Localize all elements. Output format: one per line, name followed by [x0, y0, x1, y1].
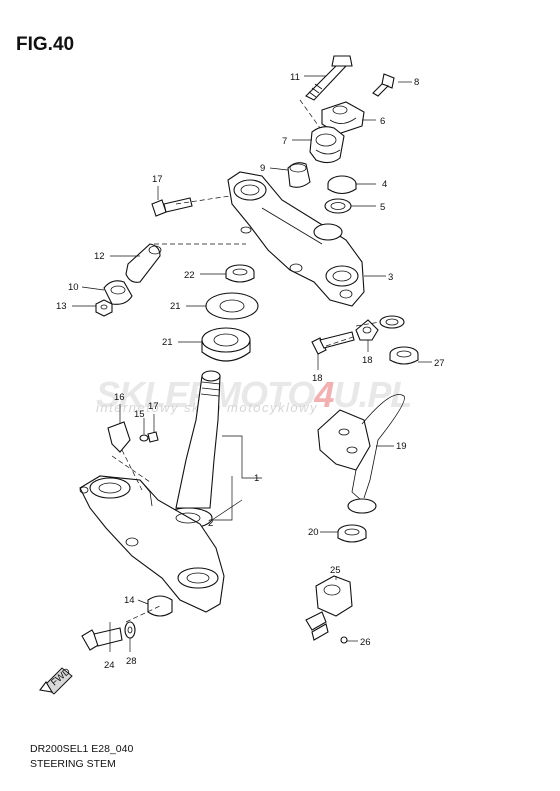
model-code: DR200SEL1 E28_040: [30, 743, 134, 755]
callout-23: 21: [170, 301, 181, 312]
part-28-washer: [124, 621, 136, 639]
part-8-bolt: [372, 73, 395, 97]
part-6-clamp: [321, 101, 365, 135]
part-18-bolt-upper: [151, 197, 193, 217]
part-16-bracket: [107, 421, 131, 453]
part-13-nut: [95, 299, 113, 317]
callout-13: 13: [56, 301, 67, 312]
callout-6: 6: [380, 116, 385, 127]
part-24-locknut: [225, 264, 255, 283]
callout-12: 12: [94, 251, 105, 262]
part-21-grommet-upper: [389, 346, 419, 365]
callout-25: 25: [330, 565, 341, 576]
section-name: STEERING STEM: [30, 758, 116, 770]
callout-19: 18: [362, 355, 373, 366]
callout-18-lower: 18: [312, 373, 323, 384]
watermark-brand-number: 4: [314, 374, 334, 415]
callout-28: 28: [126, 656, 137, 667]
part-27-bolt: [81, 627, 123, 651]
part-4-cap: [327, 175, 357, 195]
part-12-cover: [125, 243, 162, 283]
part-20-meter-bracket: [317, 394, 405, 514]
callout-16: 16: [114, 392, 125, 403]
callout-20: 19: [396, 441, 407, 452]
part-21-grommet-top-right: [379, 315, 405, 329]
part-19-guide: [355, 319, 379, 341]
callout-7: 7: [282, 136, 287, 147]
callout-3: 3: [388, 272, 393, 283]
part-1-steering-stem: [79, 370, 225, 613]
callout-18-upper: 17: [152, 174, 163, 185]
callout-11: 11: [290, 72, 300, 83]
part-23-race: [205, 292, 259, 320]
callout-4: 4: [382, 179, 387, 190]
callout-2: 2: [208, 518, 213, 529]
callout-8: 8: [414, 77, 419, 88]
callout-14: 14: [124, 595, 135, 606]
callout-21-lower: 20: [308, 527, 319, 538]
callout-10: 10: [68, 282, 79, 293]
callout-24: 22: [184, 270, 195, 281]
callout-15: 15: [134, 409, 145, 420]
callout-5: 5: [380, 202, 385, 213]
part-26-screw: [340, 636, 348, 644]
part-15-17-fastener: [139, 431, 159, 443]
fwd-arrow-icon: FWD: [39, 666, 73, 695]
part-18-bolt-lower: [311, 331, 355, 355]
part-14-guide: [147, 595, 173, 617]
part-3-upper-bracket: [227, 171, 365, 307]
part-11-bolt: [305, 55, 353, 101]
callout-21-upper: 27: [434, 358, 445, 369]
part-9-damper: [287, 162, 311, 188]
part-5-washer: [324, 198, 352, 214]
figure-title: FIG.40: [16, 34, 75, 55]
callout-1: 1: [254, 473, 259, 484]
part-10-grommet: [103, 280, 133, 305]
callout-9: 9: [260, 163, 265, 174]
callout-labels: 11 8 6 7 9 4 5 3 17 12 10 13 22 21 21 18…: [56, 72, 445, 671]
part-25-ignition-switch: [305, 575, 353, 641]
leader-lines: [72, 75, 432, 652]
callout-26: 26: [360, 637, 371, 648]
part-21-grommet-lower: [337, 524, 367, 543]
callout-17: 17: [148, 401, 159, 412]
part-7-holder: [309, 126, 345, 164]
callout-22: 21: [162, 337, 173, 348]
callout-27: 24: [104, 660, 115, 671]
part-22-bearing: [201, 327, 251, 362]
